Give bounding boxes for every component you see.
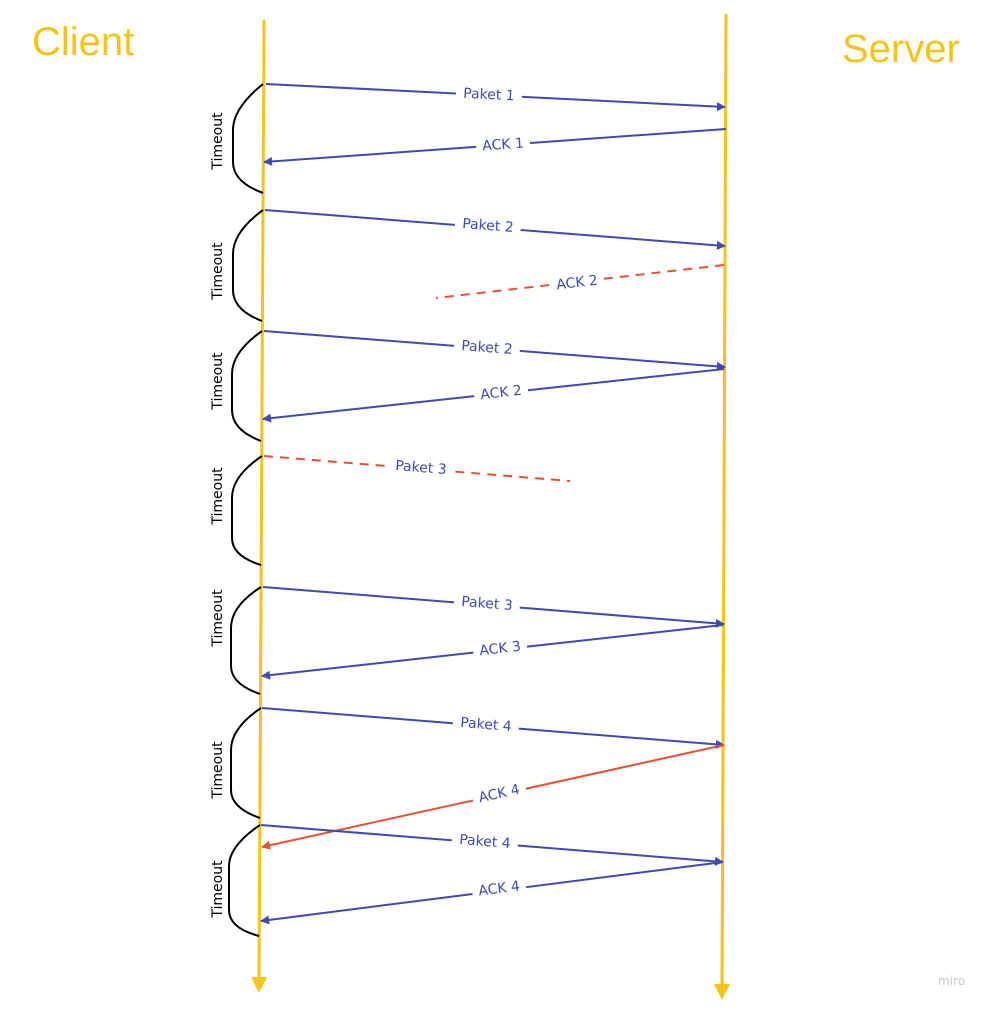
timeout-label: Timeout xyxy=(210,112,226,171)
message-label: ACK 1 xyxy=(482,136,525,155)
message-ack-4: ACK 4 xyxy=(260,861,724,925)
timeout-label: Timeout xyxy=(210,467,226,526)
timeout-bracket xyxy=(232,209,264,322)
client-lifeline xyxy=(251,19,268,993)
message-label: Paket 2 xyxy=(461,338,514,358)
message-label: Paket 3 xyxy=(461,594,514,614)
message-paket-4: Paket 4 xyxy=(261,707,725,749)
message-label: ACK 3 xyxy=(479,639,522,659)
timeout-bracket xyxy=(228,824,261,937)
message-paket-4-retry: Paket 4 xyxy=(260,824,724,866)
message-label: ACK 2 xyxy=(556,273,599,294)
message-label: Paket 4 xyxy=(459,832,512,852)
message-ack-4-late: ACK 4 xyxy=(261,744,725,850)
server-label: Server xyxy=(842,27,960,71)
message-ack-3: ACK 3 xyxy=(261,624,724,680)
server-lifeline xyxy=(714,13,731,1000)
timeout-label: Timeout xyxy=(210,589,226,648)
timeout-label: Timeout xyxy=(210,860,226,919)
message-paket-1: Paket 1 xyxy=(265,82,726,112)
timeout-label: Timeout xyxy=(210,352,226,411)
timeout-bracket xyxy=(230,707,262,819)
message-paket-3: Paket 3 xyxy=(262,586,725,628)
message-label: Paket 4 xyxy=(460,715,513,735)
message-ack-2: ACK 2 xyxy=(262,368,725,423)
message-paket-2: Paket 2 xyxy=(264,209,726,250)
message-paket-3-lost: Paket 3 xyxy=(263,454,571,482)
timeout-bracket xyxy=(230,586,262,695)
message-label: Paket 2 xyxy=(462,216,515,236)
timeout-label: Timeout xyxy=(210,741,226,800)
message-label: Paket 3 xyxy=(395,458,448,478)
message-ack-2-lost: ACK 2 xyxy=(435,264,725,299)
message-label: ACK 2 xyxy=(480,383,523,403)
message-ack-1: ACK 1 xyxy=(263,128,727,166)
client-label: Client xyxy=(32,20,134,64)
timeout-label: Timeout xyxy=(210,242,226,301)
message-paket-2-retry: Paket 2 xyxy=(263,330,726,371)
timeout-bracket xyxy=(231,455,263,566)
watermark: miro xyxy=(938,974,965,988)
message-label: ACK 4 xyxy=(477,878,520,899)
timeout-bracket xyxy=(231,330,263,442)
timeout-bracket xyxy=(232,83,264,194)
timeout-brackets xyxy=(228,83,264,937)
message-label: Paket 1 xyxy=(463,86,515,105)
